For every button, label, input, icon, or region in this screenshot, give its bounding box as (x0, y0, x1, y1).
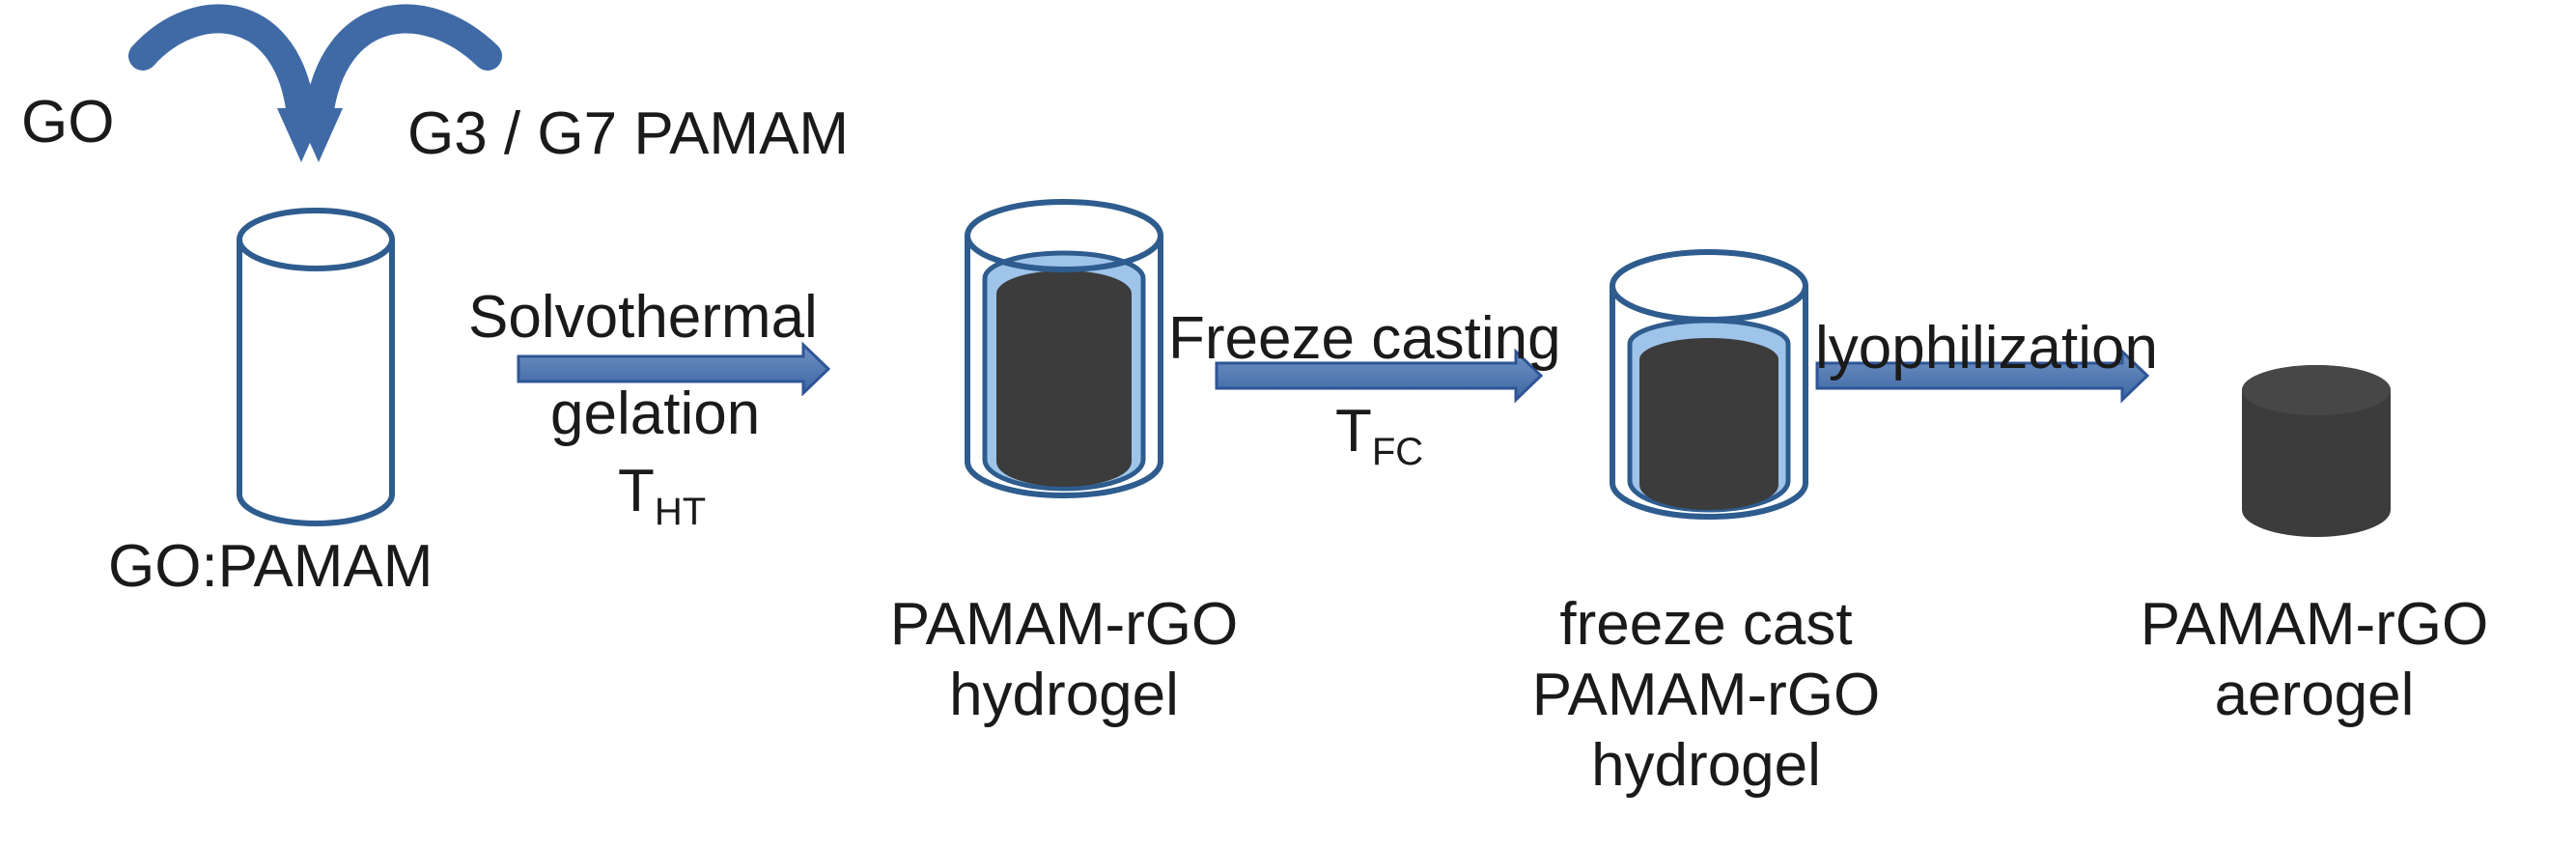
t-ht-subscript: HT (654, 491, 707, 533)
t-fc-label: TFC (1335, 402, 1423, 472)
t-ht-main: T (618, 458, 655, 524)
go-pamam-container (237, 208, 395, 526)
aerogel-cylinder (2242, 365, 2391, 537)
hydrogel-caption: PAMAM-rGO hydrogel (890, 589, 1239, 730)
freeze-cast-container (1610, 249, 1808, 520)
hydrogel-caption-line2: hydrogel (949, 662, 1179, 729)
hydrogel-container (965, 199, 1163, 498)
gelation-label: gelation (550, 381, 761, 447)
aerogel-caption-line1: PAMAM-rGO (2140, 591, 2489, 658)
freeze-cast-caption: freeze cast PAMAM-rGO hydrogel (1532, 589, 1881, 801)
lyophilization-arrow (1815, 348, 2150, 404)
aerogel-caption-line2: aerogel (2214, 662, 2415, 729)
aerogel-caption: PAMAM-rGO aerogel (2141, 589, 2489, 730)
freeze-casting-arrow (1215, 348, 1544, 404)
t-fc-main: T (1335, 398, 1372, 465)
t-fc-subscript: FC (1371, 431, 1424, 473)
go-pamam-label: GO:PAMAM (108, 533, 434, 600)
freeze-cast-caption-line1: freeze cast (1559, 591, 1853, 658)
t-ht-label: THT (618, 462, 706, 532)
freeze-cast-caption-line3: hydrogel (1591, 732, 1821, 800)
go-curved-arrow (128, 4, 325, 162)
go-label: GO (21, 89, 115, 155)
freeze-cast-caption-line2: PAMAM-rGO (1531, 662, 1881, 729)
solvothermal-arrow (517, 341, 831, 397)
pamam-curved-arrow (294, 4, 502, 162)
lyophilization-label: lyophilization (1815, 315, 2158, 381)
solvothermal-label: Solvothermal (468, 284, 818, 351)
freeze-casting-label: Freeze casting (1168, 305, 1561, 372)
pamam-label: G3 / G7 PAMAM (407, 100, 850, 167)
hydrogel-caption-line1: PAMAM-rGO (889, 591, 1239, 658)
